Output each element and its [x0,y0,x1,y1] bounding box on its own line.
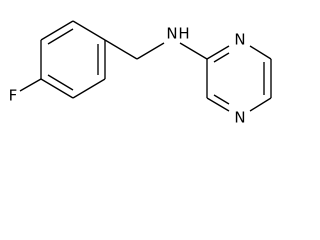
structure-canvas: F N H N N [8,20,272,127]
bond-benz-double-a [47,28,74,45]
benzene-ring [40,20,106,99]
bond-n-pyrimidine [179,42,208,60]
bond-ring-ch2 [104,39,138,60]
bond-benz-1 [40,20,74,41]
bond-benz-2 [72,20,106,41]
atom-fluorine: F [9,87,18,105]
bond-pyr-4 [249,97,272,112]
bond-pyr-1 [206,45,230,60]
bond-c-f [19,78,42,92]
molecule-drawing: F N H N N [9,20,272,127]
atom-amine-h: H [178,25,189,43]
bond-benz-5 [40,78,74,99]
bond-pyr-double-a [213,52,230,63]
atom-amine-n: N [166,25,177,43]
bond-benz-double-c [47,74,74,91]
bond-pyr-2 [249,45,272,60]
atom-pyrimidine-n1: N [234,31,245,49]
atom-pyrimidine-n3: N [234,109,245,127]
bond-benz-4 [72,78,106,99]
bond-ch2-n [136,42,165,60]
bond-pyr-5 [206,97,230,112]
bond-pyr-double-c [213,94,230,105]
pyrimidine-ring [206,45,272,112]
